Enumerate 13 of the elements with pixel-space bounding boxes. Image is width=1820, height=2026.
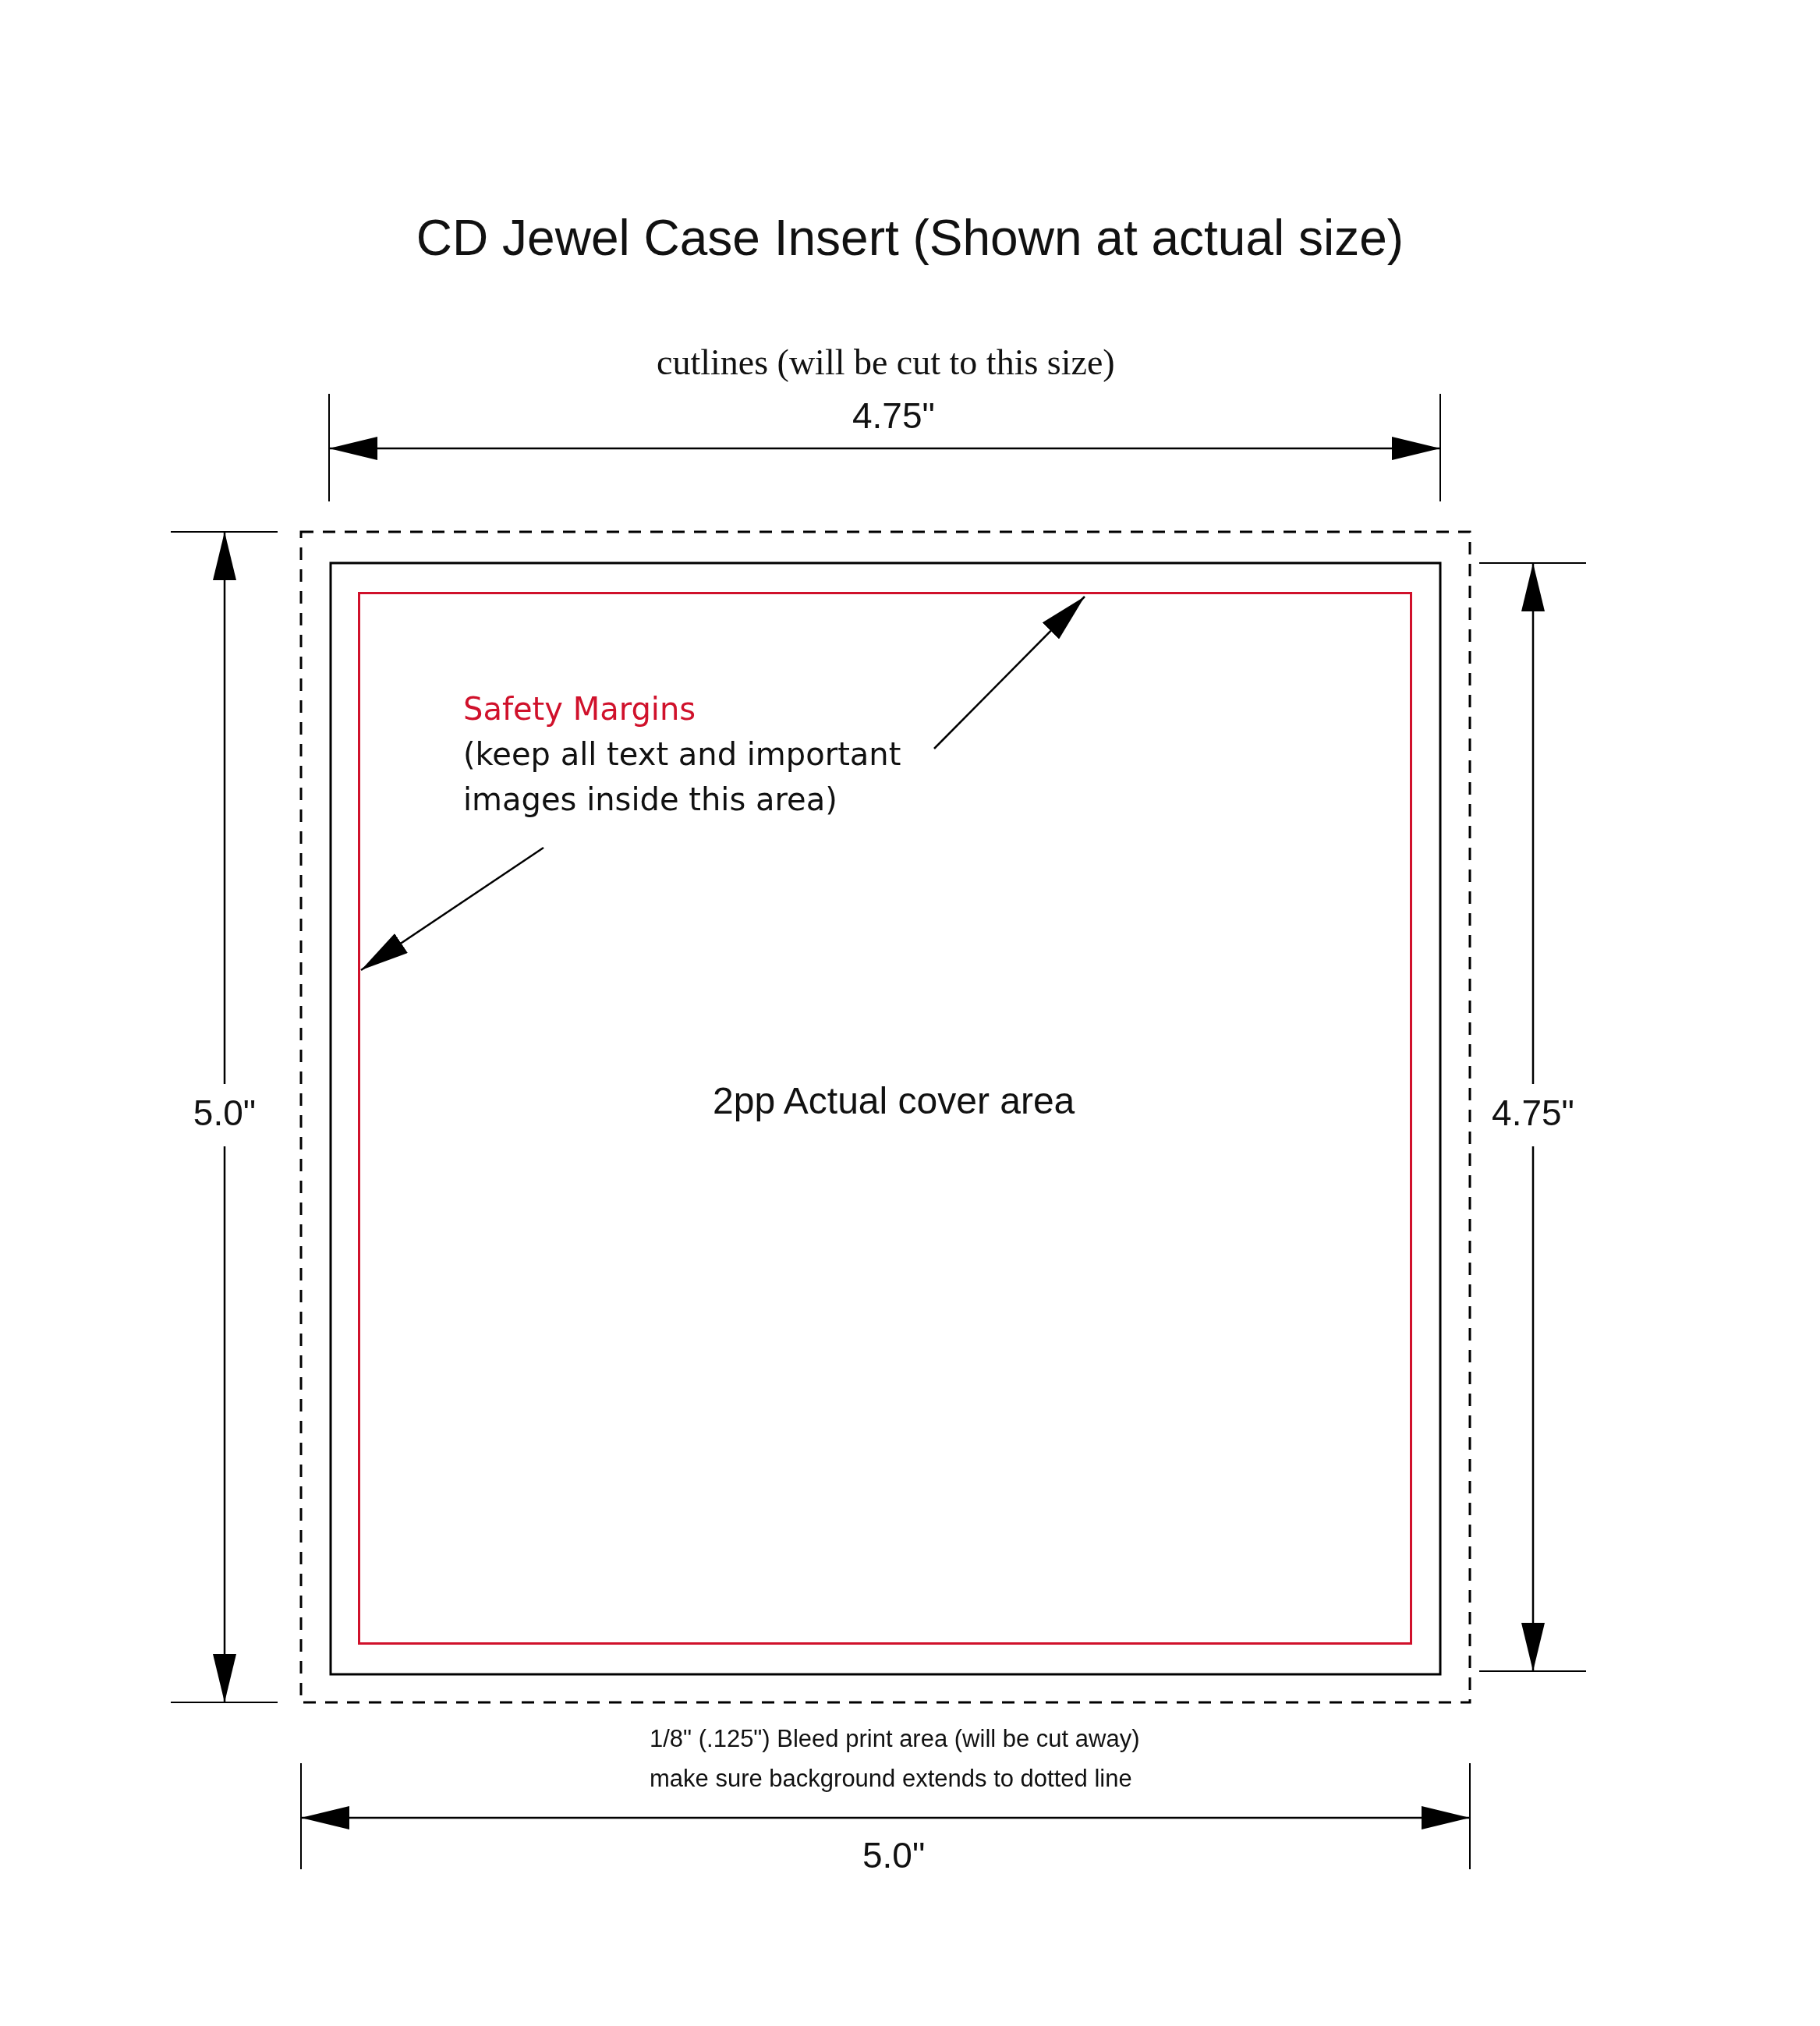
dimension-caption: cutlines (will be cut to this size) — [657, 343, 1115, 383]
title: CD Jewel Case Insert (Shown at actual size) — [415, 211, 1405, 266]
dimension-label: 5.0" — [192, 1093, 257, 1133]
callout-body: (keep all text and important images inside this area) — [463, 735, 902, 819]
dimension-label: 4.75" — [1491, 1093, 1575, 1133]
leader-arrow — [933, 596, 1085, 749]
dimension-label: 4.75" — [852, 396, 935, 436]
area-label: 2pp Actual cover area — [713, 1081, 1075, 1122]
callout-heading: Safety Margins — [463, 690, 697, 728]
note-text: make sure background extends to dotted line — [650, 1766, 1132, 1793]
leader-arrow — [360, 846, 544, 972]
dimension-label: 5.0" — [862, 1836, 926, 1875]
note-text: 1/8" (.125") Bleed print area (will be cut away) — [650, 1726, 1140, 1753]
